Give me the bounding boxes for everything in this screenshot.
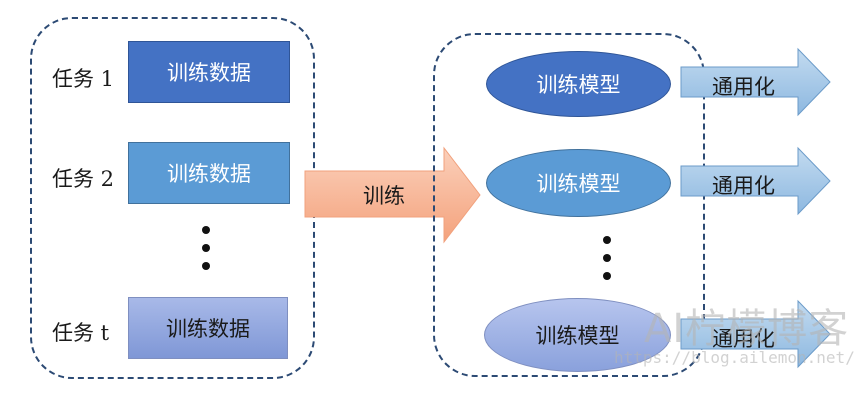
task-t-training-data: 训练数据 xyxy=(128,297,288,359)
task-1-training-data: 训练数据 xyxy=(128,41,290,103)
ellipsis-dot xyxy=(603,254,611,262)
generalize-arrow-icon xyxy=(680,299,831,369)
generalize-arrow-icon xyxy=(680,47,831,117)
generalize-arrow-icon xyxy=(680,146,831,216)
ellipsis-dot xyxy=(202,262,210,270)
task-2-training-data: 训练数据 xyxy=(128,142,290,204)
watermark-title: AI柠檬博客 xyxy=(644,306,850,352)
ellipsis-dot xyxy=(603,236,611,244)
watermark-url: https://blog.ailemon.net/ xyxy=(614,348,855,367)
task-t-label: 任务 t xyxy=(52,321,110,345)
ellipsis-dot xyxy=(603,272,611,280)
trained-model-1: 训练模型 xyxy=(486,51,671,117)
train-arrow-label: 训练 xyxy=(363,184,405,208)
trained-model-2: 训练模型 xyxy=(486,149,671,217)
generalize-label-2: 通用化 xyxy=(712,174,775,198)
train-arrow-icon xyxy=(304,146,481,244)
ellipsis-dot xyxy=(202,244,210,252)
trained-model-t: 训练模型 xyxy=(484,298,671,372)
generalize-label-t: 通用化 xyxy=(712,327,775,351)
task-2-label: 任务 2 xyxy=(52,167,115,191)
generalize-label-1: 通用化 xyxy=(712,75,775,99)
model-group xyxy=(433,33,705,377)
ellipsis-dot xyxy=(202,226,210,234)
task-1-label: 任务 1 xyxy=(52,67,115,91)
